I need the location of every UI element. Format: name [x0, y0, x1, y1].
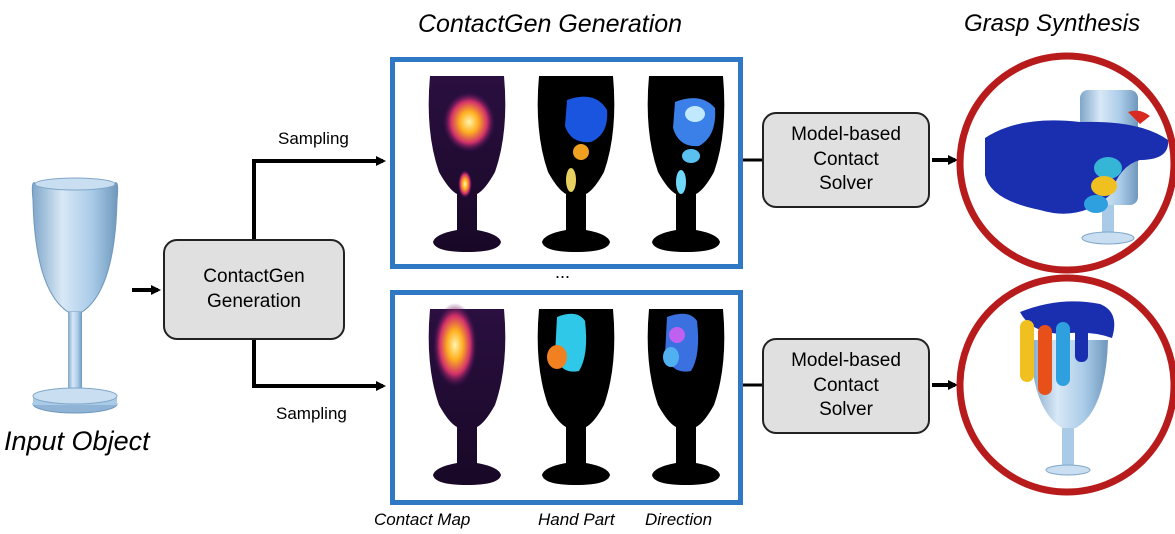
- generation-box-line2: Generation: [206, 290, 301, 312]
- ellipsis: ...: [555, 262, 571, 282]
- input-wine-glass: [31, 177, 119, 414]
- contact-map-glass-bottom: [428, 303, 506, 485]
- hand-part-glass-top: [537, 76, 615, 252]
- contact-map-label: Contact Map: [374, 510, 471, 529]
- solver-bottom-line2: Contact: [813, 374, 879, 396]
- solver-bottom-line1: Model-based: [791, 349, 901, 371]
- generation-box-line1: ContactGen: [203, 265, 305, 287]
- direction-glass-top: [647, 76, 725, 252]
- grasp-result-top: [956, 52, 1175, 274]
- grasp-synthesis-title: Grasp Synthesis: [964, 10, 1141, 37]
- contactgen-panel-bottom: [390, 290, 743, 505]
- solver-top-line1: Model-based: [791, 123, 901, 145]
- arrow-sampling-bottom: [252, 340, 386, 391]
- direction-label: Direction: [645, 510, 713, 529]
- hand-part-glass-bottom: [537, 309, 615, 485]
- panel-top-glasses: [428, 76, 725, 252]
- arrow-sampling-top: [252, 156, 386, 239]
- contact-solver-box-top: Model-based Contact Solver: [762, 112, 930, 208]
- contactgen-generation-title: ContactGen Generation: [418, 10, 683, 38]
- sampling-label-top: Sampling: [278, 129, 349, 148]
- sampling-label-bottom: Sampling: [276, 404, 347, 423]
- contactgen-panel-top: [390, 57, 743, 269]
- contact-solver-box-bottom: Model-based Contact Solver: [762, 338, 930, 434]
- input-object-label: Input Object: [4, 426, 150, 456]
- hand-part-label: Hand Part: [538, 510, 615, 529]
- solver-bottom-line3: Solver: [819, 399, 873, 421]
- solver-top-line3: Solver: [819, 173, 873, 195]
- contact-map-glass-top: [428, 76, 506, 252]
- panel-bottom-glasses: [428, 303, 725, 485]
- direction-glass-bottom: [647, 309, 725, 485]
- grasp-result-bottom: [956, 274, 1175, 496]
- contactgen-generation-box: ContactGen Generation: [163, 239, 345, 340]
- solver-top-line2: Contact: [813, 148, 879, 170]
